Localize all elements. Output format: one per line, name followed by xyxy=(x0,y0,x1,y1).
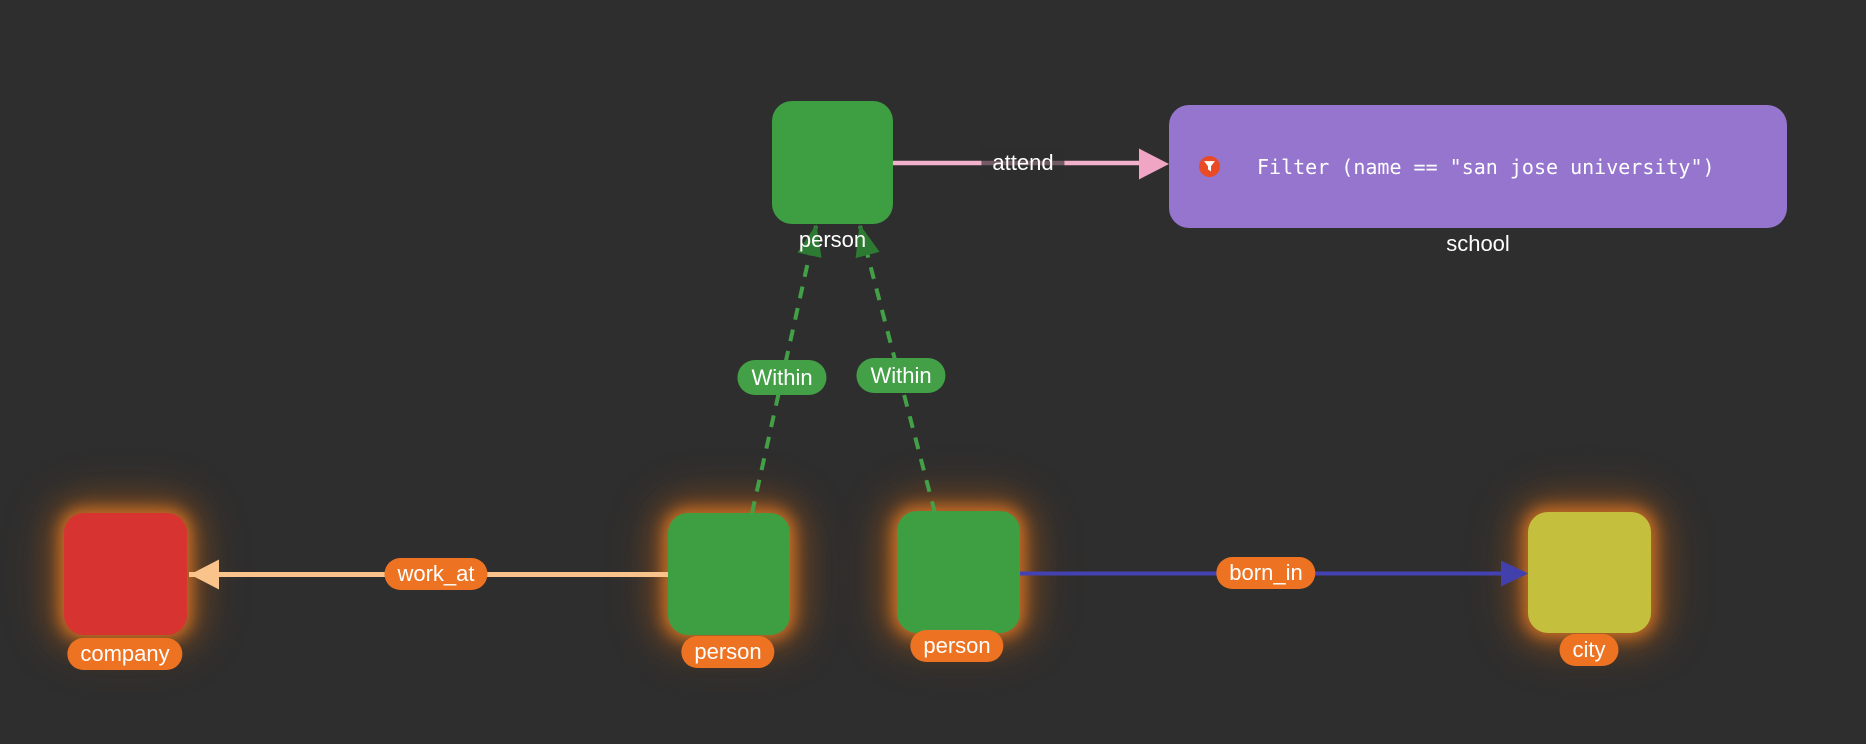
edge-label-within-right[interactable]: Within xyxy=(856,358,946,393)
edge-label-born-in[interactable]: born_in xyxy=(1216,557,1316,589)
node-badge-city[interactable]: city xyxy=(1559,634,1619,666)
node-badge-company[interactable]: company xyxy=(67,638,183,670)
edge-label-work-at[interactable]: work_at xyxy=(384,558,488,590)
node-badge-person-left[interactable]: person xyxy=(681,636,775,668)
edge-attend-arrowhead xyxy=(1139,148,1169,180)
edge-label-within-left[interactable]: Within xyxy=(737,360,827,395)
edge-within-right-line[interactable] xyxy=(855,224,937,514)
node-school-filter[interactable]: Filter (name == "san jose university") xyxy=(1169,105,1787,228)
node-person-top[interactable] xyxy=(772,101,893,224)
node-badge-person-right[interactable]: person xyxy=(910,630,1004,662)
node-city[interactable] xyxy=(1528,512,1651,633)
node-person-left[interactable] xyxy=(668,513,790,635)
node-person-right[interactable] xyxy=(897,511,1020,633)
edge-within-left-line[interactable] xyxy=(750,224,822,514)
edge-label-attend[interactable]: attend xyxy=(981,147,1065,179)
edge-work-at-arrowhead xyxy=(190,559,219,590)
filter-icon xyxy=(1199,156,1220,177)
filter-expression: Filter (name == "san jose university") xyxy=(1257,154,1715,179)
edge-born-in-arrowhead xyxy=(1501,560,1528,587)
node-company[interactable] xyxy=(64,513,187,635)
node-label-person-top: person xyxy=(798,227,867,252)
node-label-school: school xyxy=(1446,231,1510,256)
